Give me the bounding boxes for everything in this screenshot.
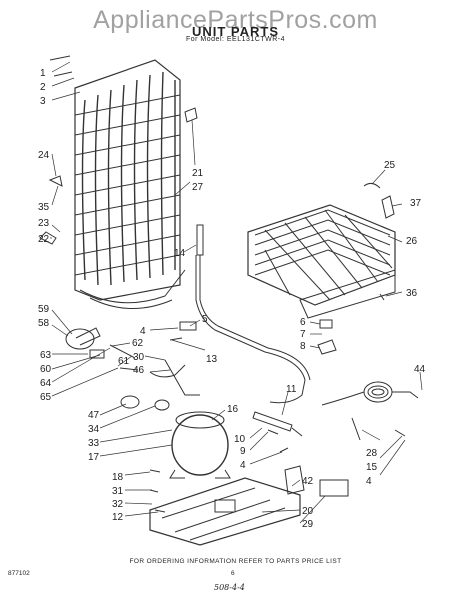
callout-34: 34 [88,424,100,435]
callout-23: 23 [38,218,50,229]
callout-28: 28 [366,448,378,459]
callout-58: 58 [38,318,50,329]
callout-27: 27 [192,182,204,193]
callout-2: 2 [40,82,46,93]
callout-65: 65 [40,392,52,403]
callout-3: 3 [40,96,46,107]
callout-4c: 4 [366,476,372,487]
callout-1: 1 [40,68,46,79]
callout-59: 59 [38,304,50,315]
callout-61: 61 [118,356,130,367]
callout-26: 26 [406,236,418,247]
callout-60: 60 [40,364,52,375]
callout-4a: 4 [140,326,146,337]
callout-9: 9 [240,446,246,457]
callout-11: 11 [286,384,297,395]
callout-44: 44 [414,364,426,375]
callout-14: 14 [174,248,186,259]
leader-lines [50,61,423,524]
refrigerant-tubing [149,224,311,404]
callout-7: 7 [300,329,306,340]
callout-17: 17 [88,452,100,463]
callout-33: 33 [88,438,100,449]
callout-10: 10 [234,434,246,445]
power-cord [321,381,419,441]
callout-15: 15 [366,462,378,473]
callout-37: 37 [410,198,422,209]
callout-20: 20 [302,506,314,517]
callout-35: 35 [38,202,50,213]
ordering-info: FOR ORDERING INFORMATION REFER TO PARTS … [129,558,342,565]
callout-6: 6 [300,317,306,328]
callout-42: 42 [302,476,314,487]
callout-64: 64 [40,378,52,389]
callout-8: 8 [300,341,306,352]
callout-29: 29 [302,519,314,530]
condenser-coil [74,59,186,309]
callout-36: 36 [406,288,418,299]
callout-46: 46 [133,365,145,376]
callout-31: 31 [112,486,124,497]
callout-25: 25 [384,160,396,171]
handwritten-note: 508-4-4 [214,583,245,592]
callout-47: 47 [88,410,100,421]
callout-4b: 4 [240,460,246,471]
filter-drier [252,411,303,437]
small-hardware [39,55,406,513]
watermark: AppliancePartsPros.com [93,6,378,34]
compressor-base [149,477,301,546]
page-title: UNIT PARTS [191,24,280,39]
callout-30: 30 [133,352,145,363]
document-code: 877102 [8,570,30,577]
callout-21: 21 [192,168,204,179]
callout-24: 24 [38,150,50,161]
evaporator-coil [247,182,396,319]
callouts: 1 2 3 24 35 23 22 21 27 14 25 37 26 36 5… [38,68,426,530]
callout-16: 16 [227,404,239,415]
page-number: 6 [231,570,235,577]
callout-5: 5 [202,314,208,325]
callout-22: 22 [38,234,50,245]
model-subtitle: For Model: EEL131CTWR-4 [185,36,286,43]
callout-12: 12 [112,512,124,523]
compressor [169,411,231,479]
callout-32: 32 [112,499,124,510]
callout-63: 63 [40,350,52,361]
callout-62: 62 [132,338,144,349]
callout-13: 13 [206,354,218,365]
callout-18: 18 [112,472,124,483]
